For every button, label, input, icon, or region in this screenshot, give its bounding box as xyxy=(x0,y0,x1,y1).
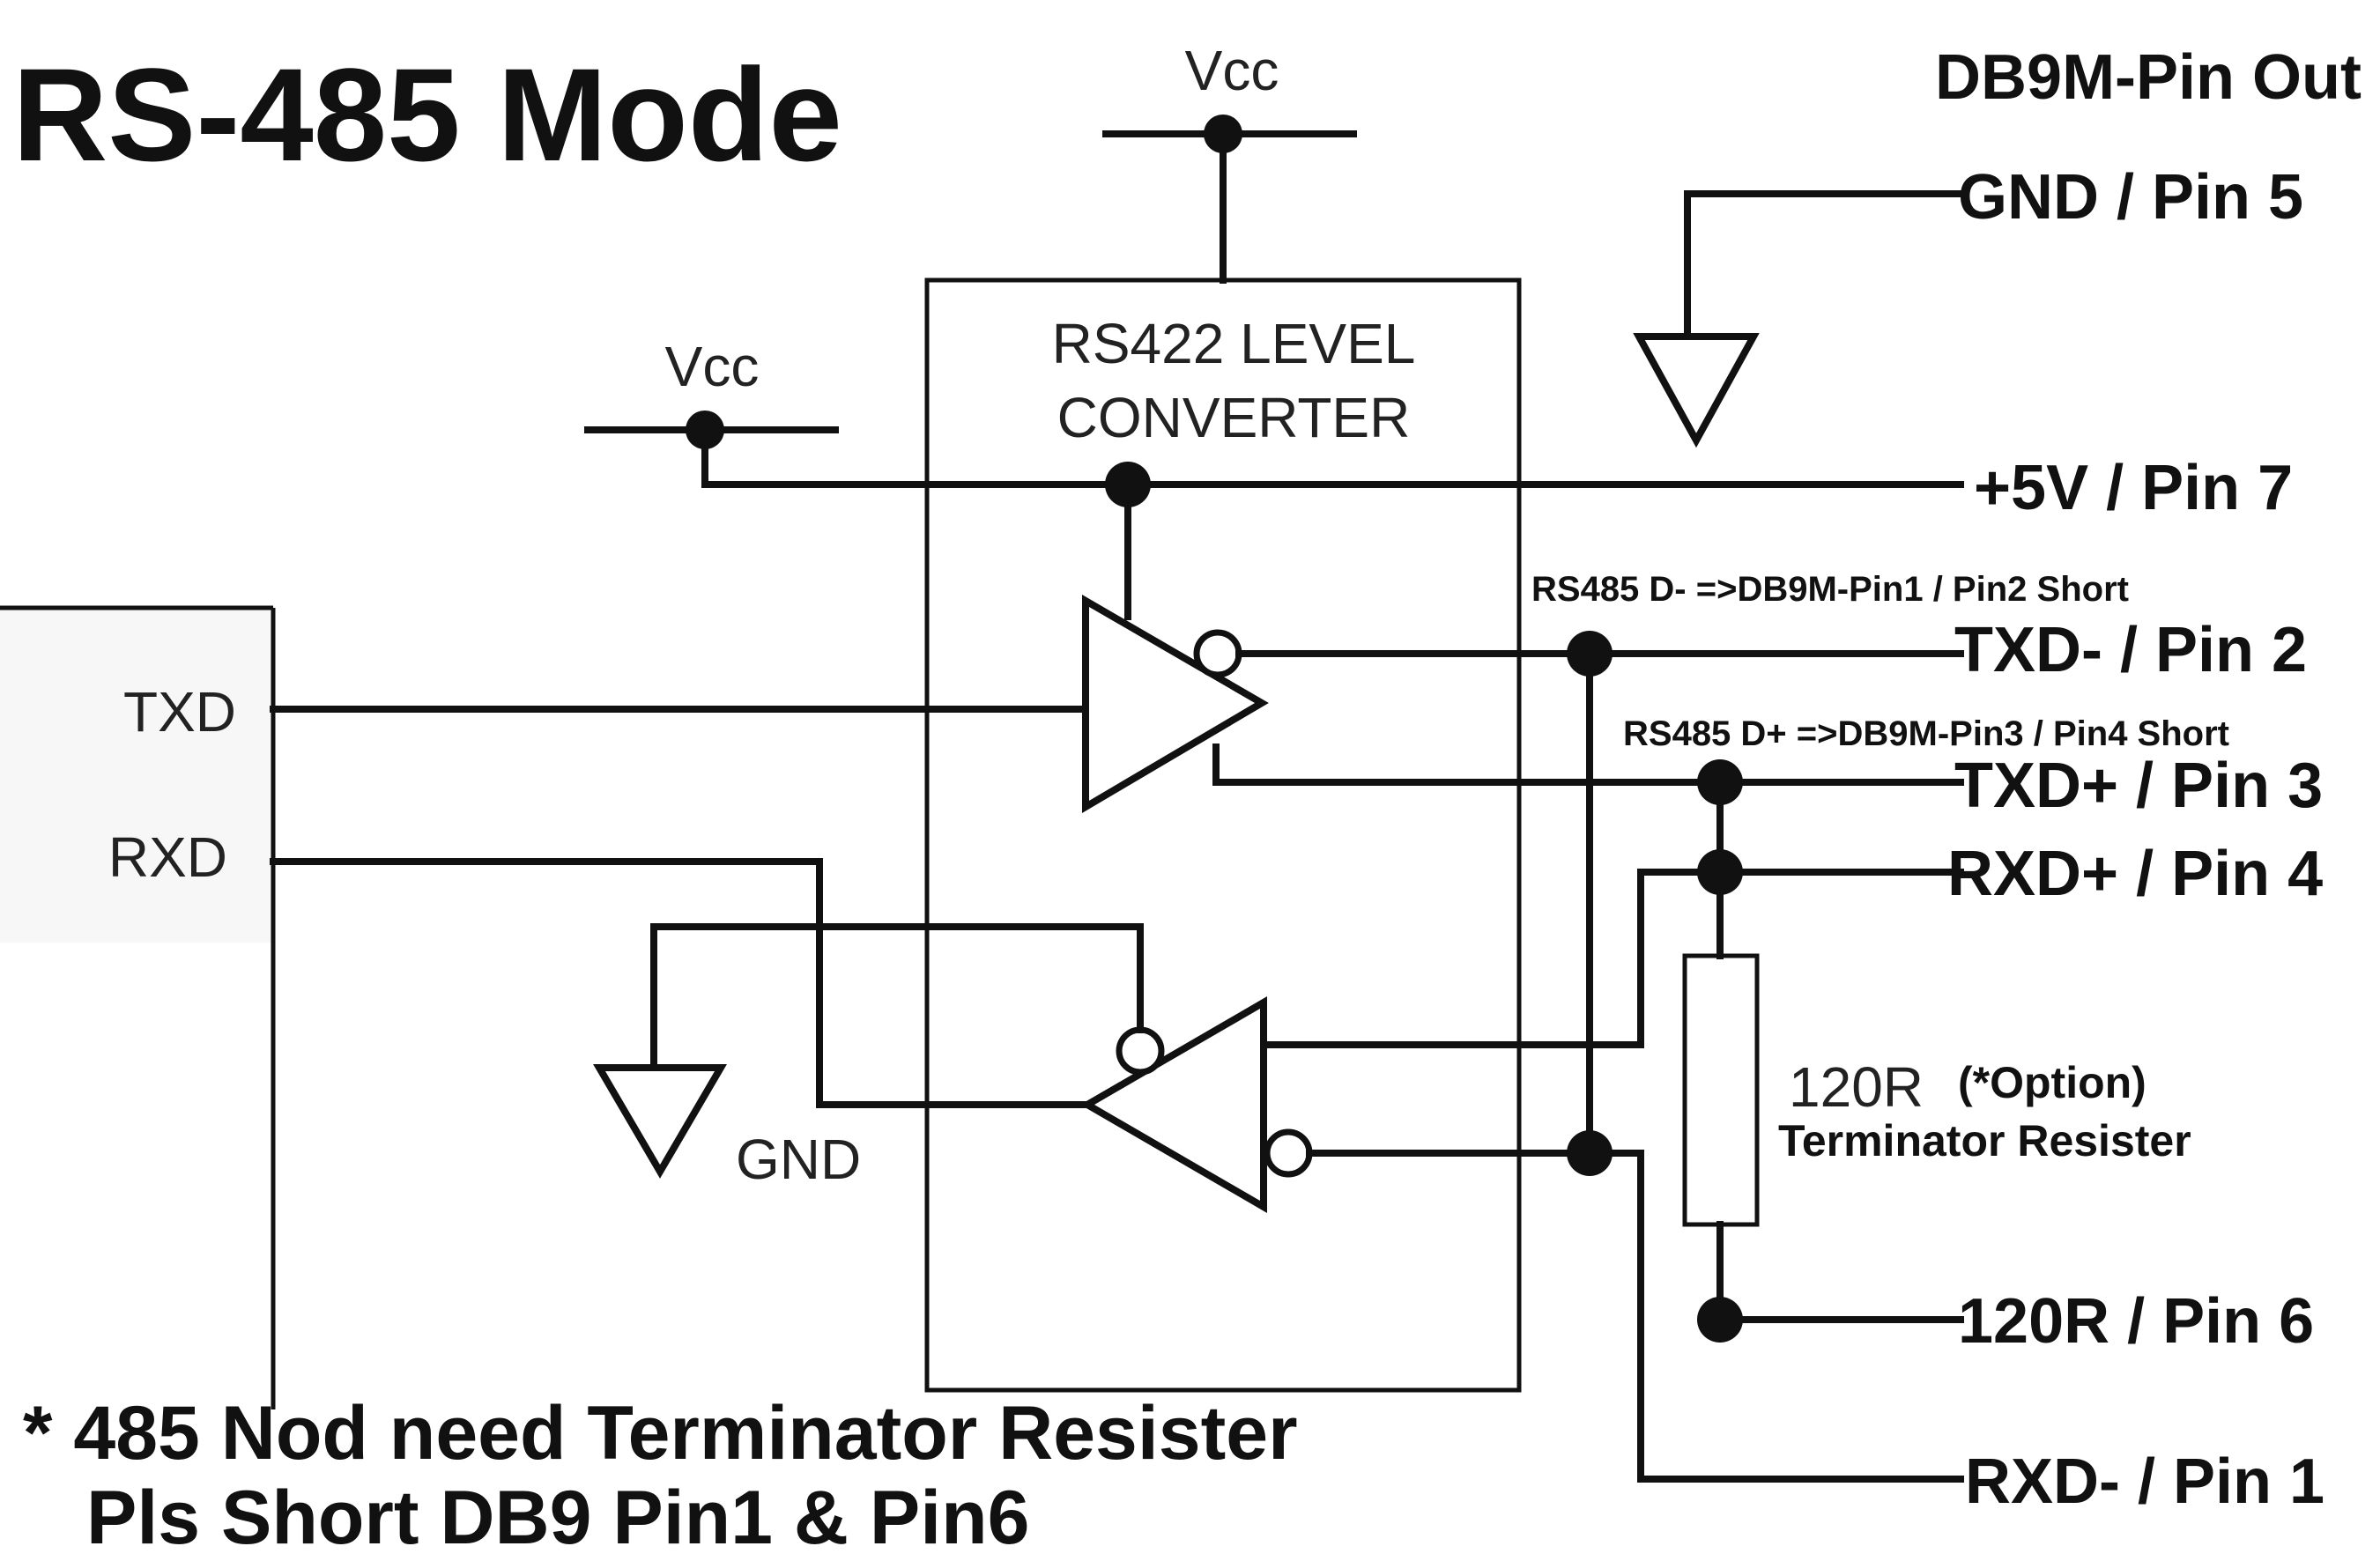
footnote-line1: * 485 Nod need Terminator Resister xyxy=(23,1391,1298,1476)
d-minus-node-top xyxy=(1567,631,1613,677)
resistor-option: (*Option) xyxy=(1958,1058,2146,1107)
pinout-heading: DB9M-Pin Out xyxy=(1935,42,2361,113)
d-plus-note: RS485 D+ =>DB9M-Pin3 / Pin4 Short xyxy=(1623,714,2229,753)
rxd-minus-wire xyxy=(1306,1150,1964,1483)
terminator-resistor xyxy=(1682,953,1760,1227)
d-minus-note: RS485 D- =>DB9M-Pin1 / Pin2 Short xyxy=(1531,570,2129,609)
tx-driver-buffer xyxy=(1082,595,1269,814)
pin-rxd-minus-label: RXD- / Pin 1 xyxy=(1965,1446,2324,1517)
d-minus-node-bottom xyxy=(1567,1130,1613,1176)
rx-inverting-bubble xyxy=(1264,1128,1313,1178)
vcc-left-label: Vcc xyxy=(665,335,760,398)
rx-enable-gnd-wire xyxy=(650,923,1144,1069)
gnd-symbol-left xyxy=(593,1064,727,1179)
vcc-left-node xyxy=(686,411,724,449)
r120-node xyxy=(1697,1297,1743,1343)
r120-pin6-wire xyxy=(1716,1221,1964,1323)
d-plus-node-top xyxy=(1697,759,1743,805)
pin-vcc-label: +5V / Pin 7 xyxy=(1974,453,2293,523)
converter-label-line1: RS422 LEVEL xyxy=(1052,312,1416,375)
pin-txd-minus-label: TXD- / Pin 2 xyxy=(1954,615,2307,685)
uart-block xyxy=(0,608,273,943)
page-title: RS-485 Mode xyxy=(12,41,842,189)
converter-blank-label xyxy=(1082,1291,1364,1369)
gnd-label: GND xyxy=(736,1128,861,1191)
d-plus-node-rxd xyxy=(1697,849,1743,895)
converter-label-line2: CONVERTER xyxy=(1057,386,1411,449)
rxd-wire xyxy=(270,858,1091,1108)
rx-enable-bubble xyxy=(1116,1026,1165,1076)
vcc-top-node xyxy=(1204,115,1242,153)
pin-rxd-plus-label: RXD+ / Pin 4 xyxy=(1947,839,2323,909)
pin-txd-plus-label: TXD+ / Pin 3 xyxy=(1954,751,2323,821)
footnote-line2: Pls Short DB9 Pin1 & Pin6 xyxy=(86,1476,1029,1560)
rxd-plus-wire xyxy=(1260,869,1964,1048)
gnd-pin5-wire xyxy=(1684,190,1964,338)
uart-rxd-label: RXD xyxy=(108,825,227,889)
resistor-description: Terminator Resister xyxy=(1778,1116,2191,1165)
pin-gnd-label: GND / Pin 5 xyxy=(1958,162,2303,233)
pin-r120-label: 120R / Pin 6 xyxy=(1958,1286,2314,1357)
tx-driver-inverting-bubble xyxy=(1193,629,1242,678)
rx-receiver-buffer xyxy=(1080,996,1267,1213)
resistor-value: 120R xyxy=(1789,1055,1924,1119)
vcc-top-label: Vcc xyxy=(1185,39,1279,102)
gnd-symbol-right xyxy=(1633,333,1760,448)
uart-txd-label: TXD xyxy=(123,680,236,744)
